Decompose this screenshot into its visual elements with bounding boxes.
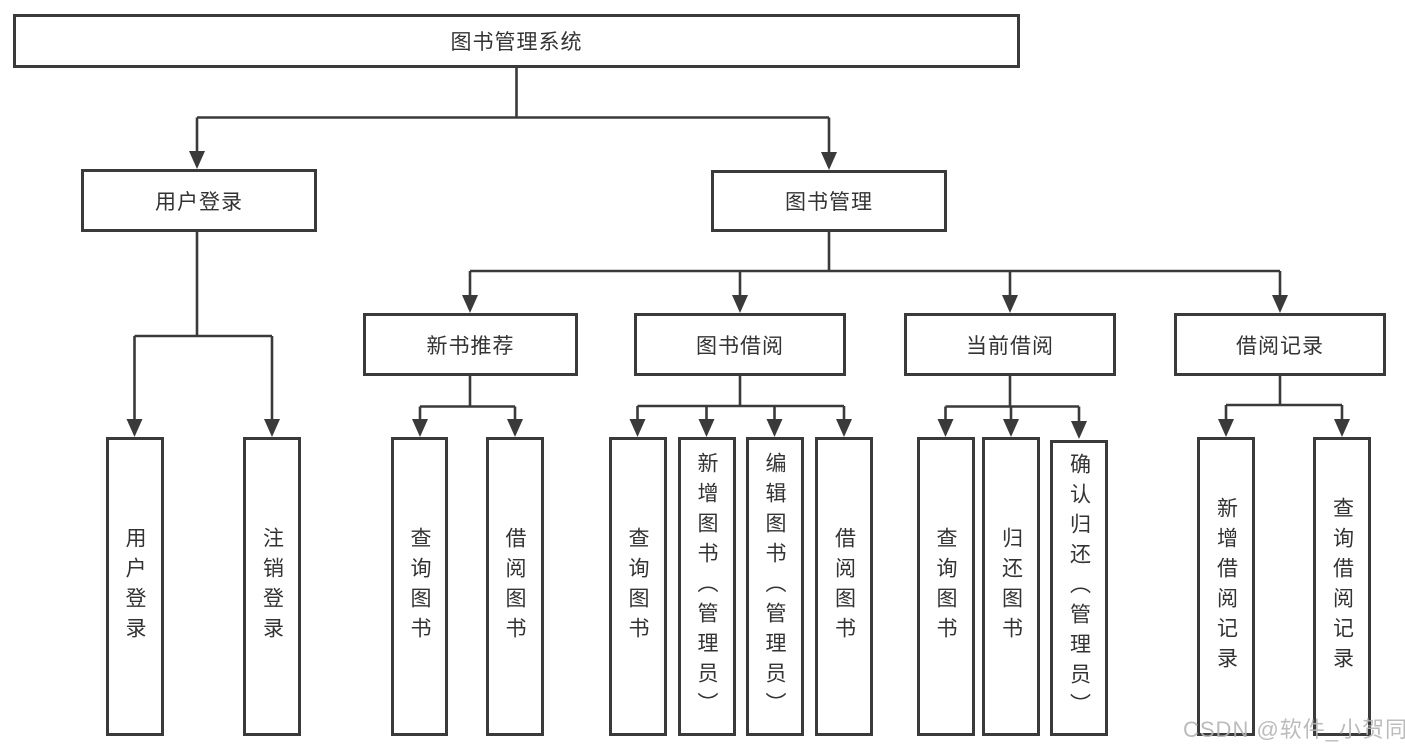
leaf-query-borrow-record: 查询借阅记录 — [1313, 437, 1371, 736]
connector-current-borrow-leaves — [944, 376, 1081, 422]
arrowhead-leaf-query-books-2 — [629, 419, 646, 437]
arrowhead-leaf-borrow-books-2 — [836, 419, 852, 437]
arrowhead-book-management — [821, 152, 837, 170]
arrowhead-leaf-query-record — [1334, 419, 1350, 437]
node-new-book-recommend: 新书推荐 — [363, 313, 578, 376]
node-root-system: 图书管理系统 — [13, 14, 1020, 68]
leaf-borrow-books-2: 借阅图书 — [815, 437, 873, 736]
connector-borrow-records-leaves — [1224, 376, 1344, 420]
node-user-login: 用户登录 — [81, 169, 317, 232]
connector-new-book-recommend-leaves — [418, 376, 517, 420]
connector-book-management-to-level3 — [468, 232, 1282, 296]
node-borrow-records: 借阅记录 — [1174, 313, 1386, 376]
leaf-query-books-2: 查询图书 — [608, 437, 667, 736]
watermark: CSDN @软件_小贺同学 — [1183, 717, 1405, 742]
leaf-borrow-books-1: 借阅图书 — [485, 437, 544, 736]
connector-user-login-leaves — [133, 232, 274, 420]
arrowhead-leaf-edit-books — [766, 419, 783, 437]
leaf-add-borrow-record: 新增借阅记录 — [1197, 437, 1255, 736]
arrowhead-user-login — [189, 151, 205, 169]
arrowhead-leaf-logout — [264, 419, 280, 437]
arrowhead-book-borrow — [732, 295, 748, 313]
arrowhead-current-borrow — [1002, 295, 1018, 313]
arrowhead-leaf-return-books — [1003, 419, 1019, 437]
arrowhead-leaf-add-books — [698, 419, 715, 437]
connector-book-borrow-leaves — [636, 376, 846, 420]
leaf-confirm-return-admin: 确认归还（管理员） — [1050, 440, 1108, 736]
arrowhead-leaf-query-books-3 — [937, 419, 954, 437]
arrowhead-leaf-user-login — [126, 419, 143, 437]
leaf-query-books-3: 查询图书 — [916, 437, 975, 736]
arrowhead-leaf-borrow-books-1 — [507, 419, 523, 437]
leaf-return-books: 归还图书 — [982, 437, 1040, 736]
arrowhead-leaf-confirm-return — [1071, 421, 1087, 439]
leaf-query-books-1: 查询图书 — [391, 437, 448, 736]
node-book-management: 图书管理 — [711, 170, 947, 232]
node-book-borrow: 图书借阅 — [634, 313, 846, 376]
arrowhead-borrow-records — [1272, 295, 1288, 313]
leaf-add-books-admin: 新增图书（管理员） — [677, 437, 736, 736]
leaf-user-login: 用户登录 — [105, 437, 164, 736]
arrowhead-leaf-add-record — [1218, 419, 1234, 437]
leaf-edit-books-admin: 编辑图书（管理员） — [745, 437, 804, 736]
connector-root-to-level2 — [195, 68, 831, 153]
node-current-borrow: 当前借阅 — [904, 313, 1116, 376]
arrowhead-leaf-query-books-1 — [412, 419, 428, 437]
leaf-logout: 注销登录 — [243, 437, 301, 736]
arrowhead-new-book-recommend — [462, 295, 478, 313]
